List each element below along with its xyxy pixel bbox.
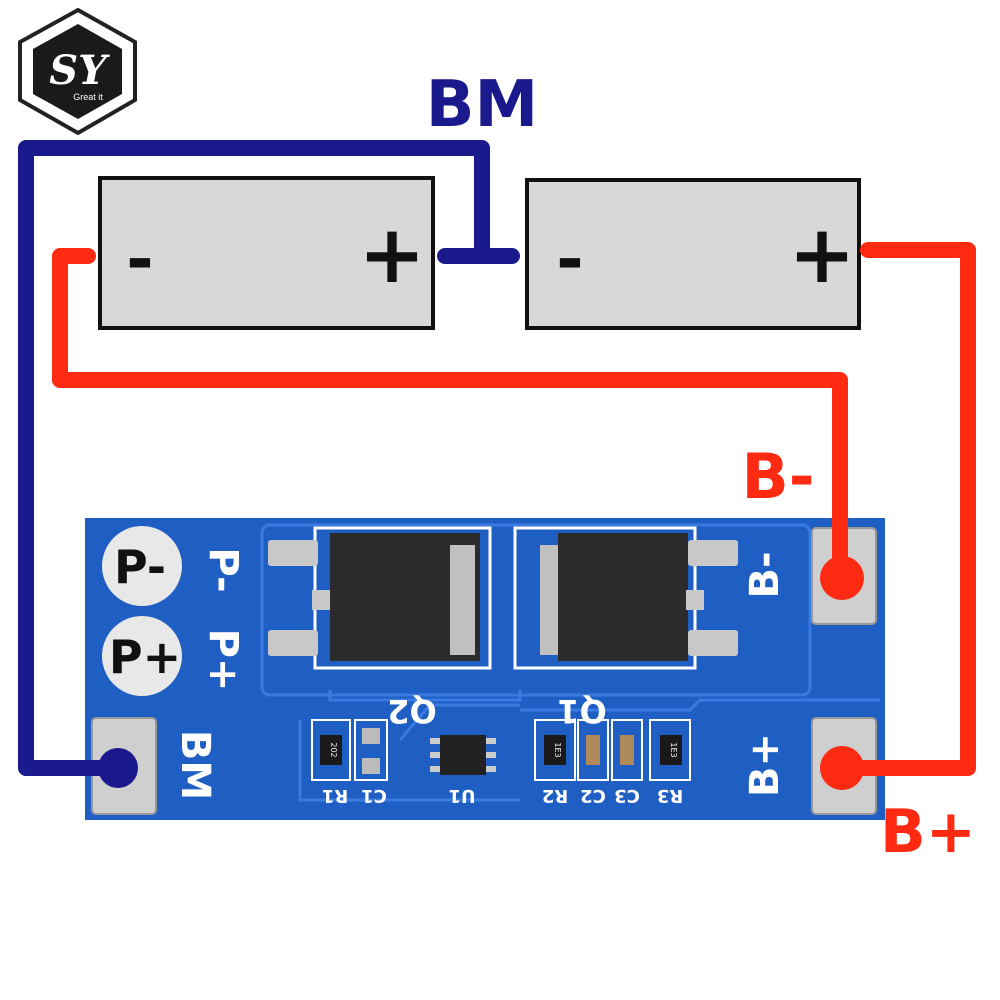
silk-b-plus: B+ — [742, 733, 788, 797]
b-minus-solder-point — [820, 556, 864, 600]
r2-code: 1E3 — [553, 742, 562, 757]
sy-logo: SY Great it — [18, 7, 137, 136]
battery-cell-1: - + — [98, 176, 435, 330]
ref-r3: R3 — [657, 785, 683, 806]
cell1-minus: - — [126, 221, 153, 298]
logo-tagline: Great it — [73, 92, 103, 102]
mosfet-q2: Q2 — [268, 526, 492, 730]
b-minus-label: B- — [742, 440, 815, 513]
mosfet-q1: Q1 — [513, 526, 738, 730]
r1-code: 202 — [329, 742, 338, 757]
silk-b-minus: B- — [742, 551, 788, 598]
bm-label: BM — [426, 68, 538, 142]
cell2-minus: - — [556, 221, 583, 298]
q1-label: Q1 — [557, 692, 606, 730]
smd-components: 202 1E3 1E3 — [311, 719, 691, 781]
pad-p-minus: P- — [102, 526, 182, 606]
silk-p-plus: P+ — [200, 629, 246, 692]
bm-solder-point — [98, 748, 138, 788]
cell1-plus: + — [358, 208, 425, 301]
q2-label: Q2 — [387, 692, 436, 730]
ref-u1: U1 — [448, 785, 475, 806]
r3-code: 1E3 — [669, 742, 678, 757]
ref-c1: C1 — [361, 785, 387, 806]
b-minus-wire — [52, 248, 848, 586]
b-plus-solder-point — [820, 746, 864, 790]
ref-c3: C3 — [614, 785, 640, 806]
ref-r1: R1 — [322, 785, 348, 806]
logo-initials: SY — [49, 47, 110, 94]
pad-p-plus-label: P+ — [109, 630, 181, 684]
b-plus-label: B+ — [880, 797, 976, 867]
bm-wire — [18, 140, 520, 776]
pad-p-plus: P+ — [102, 616, 182, 696]
ref-r2: R2 — [542, 785, 568, 806]
battery-cell-2: - + — [525, 178, 861, 330]
cell2-plus: + — [788, 208, 855, 301]
silk-p-minus: P- — [200, 547, 246, 592]
ref-c2: C2 — [580, 785, 606, 806]
b-plus-wire — [834, 242, 976, 776]
pad-p-minus-label: P- — [114, 540, 166, 594]
silk-bm: BM — [172, 730, 218, 800]
pcb-board: P- P+ P- P+ BM B- B+ Q2 — [85, 518, 885, 820]
